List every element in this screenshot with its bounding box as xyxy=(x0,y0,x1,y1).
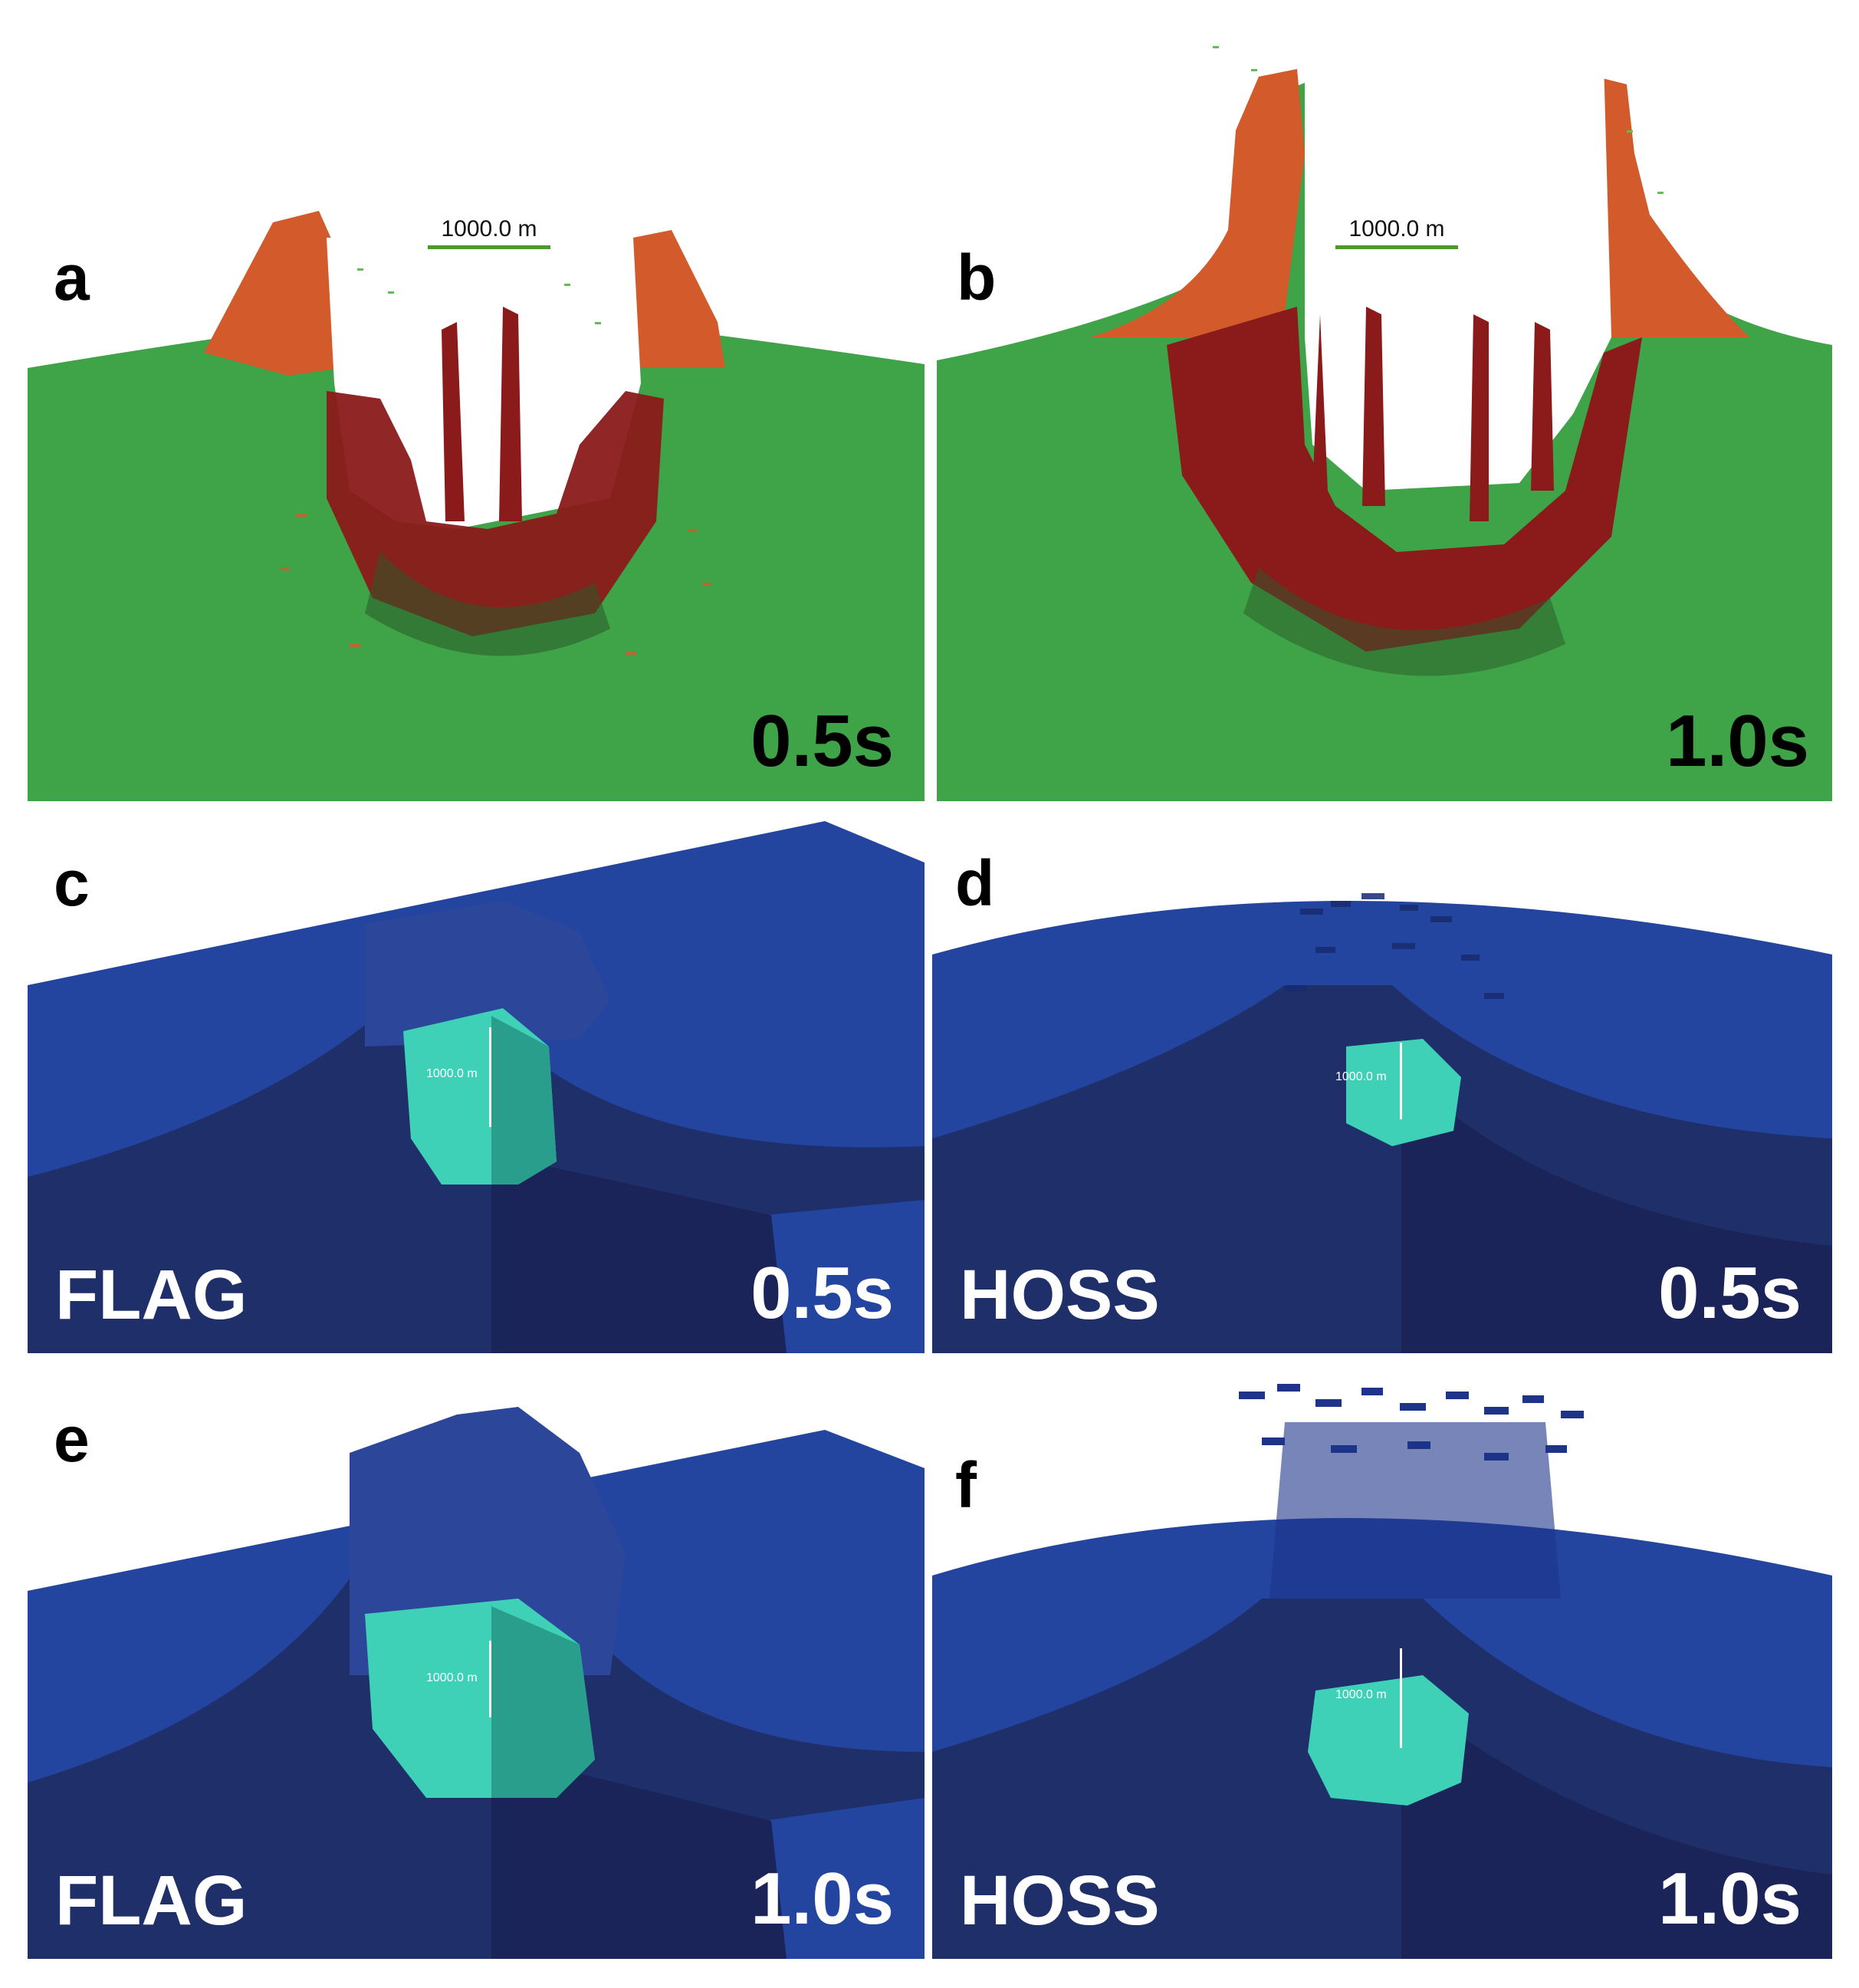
panel-b-scale-label: 1000.0 m xyxy=(1348,216,1445,242)
panel-f-code-label: HOSS xyxy=(960,1861,1160,1940)
panel-f-scale-bar: 1000.0 m xyxy=(1335,1648,1412,1748)
panel-a-time: 0.5s xyxy=(750,700,894,782)
panel-b-scale-line xyxy=(1335,245,1458,249)
panel-f-time: 1.0s xyxy=(1658,1858,1802,1940)
panel-d-image xyxy=(932,893,1832,1353)
panel-b: b 1000.0 m 1.0s xyxy=(937,15,1832,801)
panel-b-time: 1.0s xyxy=(1666,700,1809,782)
panel-c-image xyxy=(28,821,925,1353)
panel-c-scale-label: 1000.0 m xyxy=(426,1067,478,1080)
panel-e-scale-bar: 1000.0 m xyxy=(426,1641,503,1717)
panel-b-image xyxy=(937,46,1832,801)
panel-e-scale-label: 1000.0 m xyxy=(426,1671,478,1684)
panel-e-code-label: FLAG xyxy=(55,1861,248,1940)
panel-e-scale-line xyxy=(489,1641,491,1717)
panel-c-letter: c xyxy=(54,847,90,919)
panel-f-letter: f xyxy=(955,1449,977,1521)
panel-c-scale-line xyxy=(489,1027,491,1127)
panel-f-image xyxy=(932,1384,1832,1959)
panel-b-scale-bar: 1000.0 m xyxy=(1335,216,1458,249)
panel-c: c 1000.0 m FLAG 0.5s xyxy=(28,817,925,1353)
panel-d-scale-bar: 1000.0 m xyxy=(1335,1043,1412,1119)
panel-c-time: 0.5s xyxy=(750,1252,894,1334)
panel-e-letter: e xyxy=(54,1403,90,1475)
panel-a-scale-line xyxy=(428,245,550,249)
panel-a-letter: a xyxy=(54,242,90,314)
panel-a-image xyxy=(28,211,925,801)
panel-c-scale-bar: 1000.0 m xyxy=(426,1027,503,1127)
panel-a-scale-label: 1000.0 m xyxy=(441,216,537,242)
panel-d-time: 0.5s xyxy=(1658,1252,1802,1334)
panel-d-code-label: HOSS xyxy=(960,1256,1160,1334)
panel-f-scale-line xyxy=(1400,1648,1402,1748)
panel-c-code-label: FLAG xyxy=(55,1256,248,1334)
panel-a-scale-bar: 1000.0 m xyxy=(428,216,550,249)
panel-b-letter: b xyxy=(957,242,997,314)
panel-d: d 1000.0 m HOSS 0.5s xyxy=(932,817,1832,1353)
panel-f-scale-label: 1000.0 m xyxy=(1335,1688,1387,1701)
panel-d-scale-line xyxy=(1400,1043,1402,1119)
panel-e-time: 1.0s xyxy=(750,1858,894,1940)
panel-e: e 1000.0 m FLAG 1.0s xyxy=(28,1369,925,1959)
panel-d-scale-label: 1000.0 m xyxy=(1335,1070,1387,1083)
panel-e-image xyxy=(28,1407,925,1959)
panel-f: f 1000.0 m HOSS 1.0s xyxy=(932,1369,1832,1959)
panel-a: a 1000.0 m 0.5s xyxy=(28,169,925,801)
panel-d-letter: d xyxy=(955,847,995,919)
